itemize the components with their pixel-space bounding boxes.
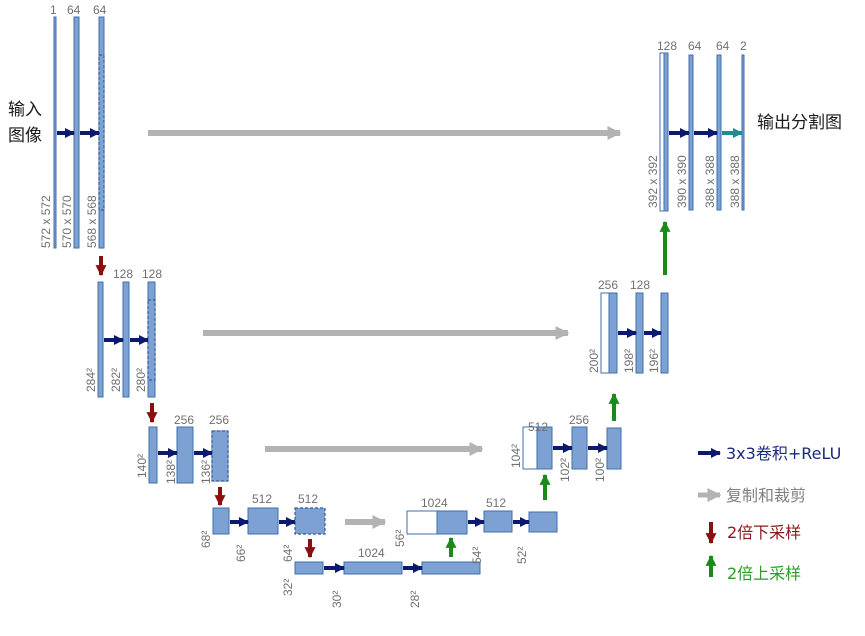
channel-label: 512 [528, 420, 548, 434]
channel-label: 512 [298, 492, 318, 506]
legend: 3x3卷积+ReLU 复制和裁剪 2倍下采样 2倍上采样 [698, 444, 841, 583]
size-label: 284² [84, 368, 98, 392]
legend-conv-label: 3x3卷积+ReLU [726, 444, 841, 463]
cropped-copy-d4 [406, 510, 438, 535]
channel-label: 128 [113, 267, 133, 281]
channel-label: 1024 [421, 496, 448, 510]
channel-label: 64 [67, 3, 81, 17]
size-label: 66² [234, 545, 248, 562]
feature-map-d1-b [688, 54, 694, 211]
channel-label: 512 [252, 492, 272, 506]
channel-label: 2 [740, 39, 747, 53]
channel-label: 256 [209, 413, 229, 427]
decoder-level-1: 128 64 64 2 392 x 392 390 x 390 388 x 38… [646, 39, 747, 212]
channel-label: 64 [93, 3, 107, 17]
size-label: 30² [330, 591, 344, 608]
feature-map-d2-a [608, 292, 618, 374]
feature-map-l5-a [294, 561, 324, 575]
size-label: 138² [164, 460, 178, 484]
feature-map-l1-a [73, 16, 80, 249]
size-label: 388 x 388 [728, 155, 742, 208]
feature-map-l4-b [247, 507, 279, 535]
cropped-copy-d1 [659, 52, 665, 212]
bottleneck-level-5: 1024 32² 30² 28² [281, 536, 481, 608]
channel-label: 256 [174, 413, 194, 427]
size-label: 64² [281, 545, 295, 562]
feature-map-l3-b [176, 426, 194, 484]
feature-map-d4-b [483, 510, 513, 533]
channel-label: 512 [486, 496, 506, 510]
input-label-line2: 图像 [8, 126, 42, 146]
decoder-level-2: 256 128 200² 198² 196² [587, 220, 671, 374]
size-label: 140² [135, 454, 149, 478]
size-label: 68² [199, 531, 213, 548]
size-label: 136² [199, 460, 213, 484]
feature-map-output [741, 54, 745, 211]
crop-region-l1 [98, 54, 105, 211]
size-label: 104² [509, 444, 523, 468]
feature-map-d2-b [635, 292, 644, 374]
encoder-level-1: 1 64 64 572 x 572 570 x 570 568 x 568 [39, 3, 107, 277]
size-label: 280² [134, 368, 148, 392]
size-label: 570 x 570 [60, 195, 74, 248]
size-label: 390 x 390 [675, 155, 689, 208]
input-label-line1: 输入 [8, 100, 42, 120]
feature-map-d3-a [536, 426, 553, 470]
channel-label: 256 [569, 413, 589, 427]
size-label: 196² [647, 349, 661, 373]
size-label: 388 x 388 [703, 155, 717, 208]
channel-label: 1024 [358, 546, 385, 560]
size-label: 28² [408, 591, 422, 608]
feature-map-l4-a [212, 507, 230, 535]
size-label: 32² [281, 579, 295, 596]
feature-map-l2-b [122, 281, 130, 398]
legend-up-label: 2倍上采样 [727, 564, 801, 583]
channel-label: 1 [50, 3, 57, 17]
decoder-level-4: 1024 512 56² 54² 52² [393, 473, 558, 564]
legend-copy-label: 复制和裁剪 [726, 486, 806, 505]
cropped-copy-d2 [600, 292, 610, 374]
size-label: 572 x 572 [39, 195, 53, 248]
encoder-level-2: 128 128 284² 282² 280² [84, 267, 162, 424]
crop-region-l2 [147, 299, 156, 381]
feature-map-l3-a [148, 426, 158, 484]
size-label: 198² [622, 349, 636, 373]
size-label: 102² [558, 458, 572, 482]
channel-label: 128 [657, 39, 677, 53]
size-label: 282² [109, 368, 123, 392]
feature-map-l4-c [294, 507, 326, 535]
channel-label: 64 [688, 39, 702, 53]
crop-region-l3 [211, 430, 229, 482]
feature-map-d4-a [436, 510, 468, 535]
feature-map-d2-c [660, 292, 669, 374]
channel-label: 256 [598, 278, 618, 292]
channel-label: 128 [142, 267, 162, 281]
size-label: 200² [587, 349, 601, 373]
channel-label: 64 [716, 39, 730, 53]
legend-down-label: 2倍下采样 [727, 523, 801, 542]
feature-map-d1-c [716, 54, 722, 211]
copy-crop-arrows [148, 126, 622, 529]
size-label: 56² [393, 530, 407, 547]
size-label: 54² [470, 547, 484, 564]
size-label: 392 x 392 [646, 155, 660, 208]
feature-map-l5-b [343, 561, 403, 575]
decoder-level-3: 512 256 104² 102² 100² [509, 392, 622, 482]
encoder-level-3: 256 256 140² 138² 136² [135, 413, 229, 507]
feature-map-d3-b [571, 426, 588, 470]
size-label: 100² [593, 458, 607, 482]
feature-map-d4-c [528, 511, 558, 533]
feature-map-d3-c [606, 427, 622, 470]
size-label: 52² [515, 547, 529, 564]
channel-label: 128 [630, 278, 650, 292]
feature-map-l2-a [97, 281, 104, 398]
size-label: 568 x 568 [85, 195, 99, 248]
feature-map-input [53, 16, 57, 249]
encoder-level-4: 512 512 68² 66² 64² [199, 492, 326, 562]
feature-map-d1-a [663, 52, 669, 212]
output-label: 输出分割图 [757, 113, 842, 133]
